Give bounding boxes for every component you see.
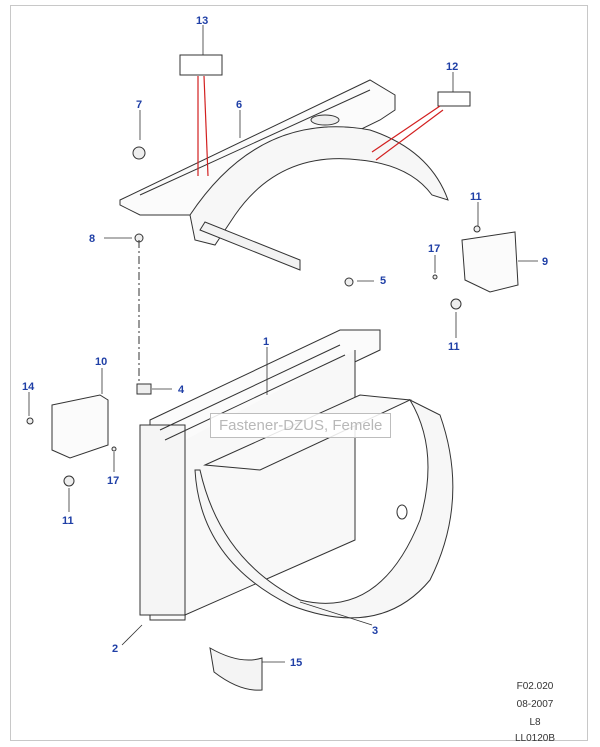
callout-12: 11 [470, 191, 482, 203]
callout-2: 2 [112, 643, 118, 655]
badge [310, 114, 340, 126]
callout-10: 10 [95, 356, 107, 368]
callout-11-left: 11 [62, 515, 74, 527]
label-box-15 [179, 54, 223, 76]
callout-13: 14 [22, 381, 35, 393]
callout-9: 9 [542, 256, 548, 268]
callout-1: 1 [263, 336, 269, 348]
callout-16: 15 [290, 657, 302, 669]
callout-14: 12 [446, 61, 458, 73]
callout-5: 5 [380, 275, 386, 287]
callout-leaders [28, 25, 538, 663]
callout-17-right: 17 [428, 243, 440, 255]
bracket-left [51, 394, 109, 459]
callout-3: 3 [372, 625, 378, 637]
callout-7: 7 [136, 99, 142, 111]
red-leaders [197, 75, 444, 177]
figure-number: F02.020 [516, 681, 554, 692]
fastener-clip [209, 647, 263, 691]
callout-4: 4 [178, 384, 185, 396]
bracket-right [461, 231, 519, 293]
upper-cowl-shroud [189, 126, 449, 246]
hover-tooltip: Fastener-DZUS, Femele [210, 413, 392, 438]
label-box-14 [437, 91, 471, 107]
figure-date: 08-2007 [516, 699, 554, 710]
callout-8: 8 [89, 233, 95, 245]
callout-17-left: 17 [107, 475, 119, 487]
lower-shroud [194, 398, 454, 619]
model-code: L8 [529, 717, 541, 728]
callout-6: 6 [236, 99, 242, 111]
callout-11-right: 11 [448, 341, 460, 353]
illustration-code: LL0120B [514, 733, 556, 744]
callout-15: 13 [196, 15, 208, 27]
callout-labels: 13 12 7 6 11 8 17 9 5 11 1 10 14 4 17 11… [22, 15, 548, 669]
